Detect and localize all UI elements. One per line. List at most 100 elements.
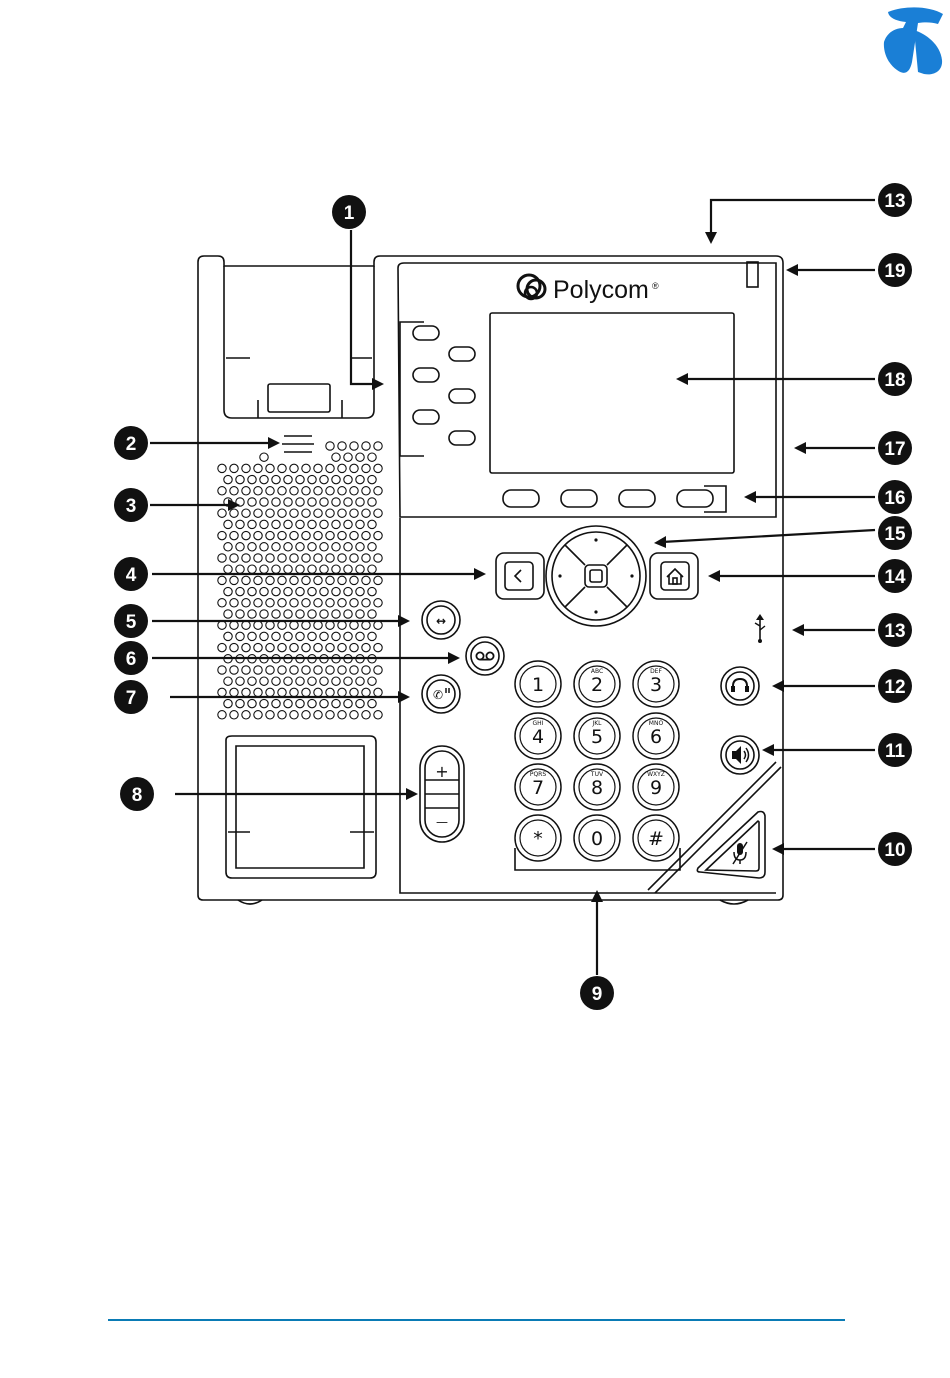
grille-hole [302, 487, 310, 495]
callout-11: 11 [878, 733, 912, 767]
soft-keys [503, 486, 726, 512]
soft-key[interactable] [503, 490, 539, 507]
volume-keys[interactable]: + — [420, 746, 464, 842]
grille-hole [362, 464, 370, 472]
brand-name: Polycom [553, 276, 649, 304]
dialpad-key[interactable]: # [633, 815, 679, 861]
line-keys [400, 322, 475, 456]
line-key[interactable] [413, 368, 439, 382]
grille-hole [266, 599, 274, 607]
nav-right[interactable] [630, 574, 633, 577]
svg-text:10: 10 [884, 840, 905, 861]
grille-hole [374, 442, 382, 450]
grille-hole [218, 531, 226, 539]
dialpad-key[interactable]: 1 [515, 661, 561, 707]
grille-hole [230, 599, 238, 607]
transfer-button[interactable]: ↔ [422, 601, 460, 639]
grille-hole [308, 520, 316, 528]
line-key[interactable] [449, 347, 475, 361]
grille-hole [290, 509, 298, 517]
speaker-button[interactable] [721, 736, 759, 774]
grille-hole [278, 688, 286, 696]
hookswitch [282, 436, 314, 452]
grille-hole [230, 688, 238, 696]
soft-key[interactable] [561, 490, 597, 507]
grille-hole [332, 543, 340, 551]
grille-hole [260, 699, 268, 707]
headset-button[interactable] [721, 667, 759, 705]
line-key[interactable] [413, 410, 439, 424]
key-digit: 2 [591, 674, 603, 696]
select-button[interactable] [585, 565, 607, 587]
callout-13: 13 [878, 613, 912, 647]
grille-hole [230, 464, 238, 472]
back-button[interactable] [496, 553, 544, 599]
home-button[interactable] [650, 553, 698, 599]
grille-hole [284, 565, 292, 573]
svg-text:19: 19 [884, 261, 905, 282]
grille-hole [290, 531, 298, 539]
grille-hole [284, 632, 292, 640]
dialpad-key[interactable]: * [515, 815, 561, 861]
svg-text:2: 2 [126, 434, 137, 455]
grille-hole [338, 599, 346, 607]
grille-hole [356, 565, 364, 573]
hold-button[interactable]: ✆ [422, 675, 460, 713]
grille-hole [224, 699, 232, 707]
grille-hole [368, 610, 376, 618]
nav-left[interactable] [558, 574, 561, 577]
grille-hole [278, 666, 286, 674]
grille-hole [236, 699, 244, 707]
grille-hole [266, 509, 274, 517]
key-digit: 7 [532, 777, 544, 799]
grille-hole [362, 599, 370, 607]
soft-key[interactable] [619, 490, 655, 507]
grille-hole [374, 464, 382, 472]
grille-hole [278, 711, 286, 719]
grille-hole [314, 688, 322, 696]
mute-button[interactable] [697, 812, 765, 879]
svg-text:11: 11 [885, 741, 906, 762]
dialpad-key[interactable]: 0 [574, 815, 620, 861]
nav-down[interactable] [594, 610, 597, 613]
grille-hole [320, 520, 328, 528]
grille-hole [314, 487, 322, 495]
grille-hole [356, 610, 364, 618]
line-key[interactable] [449, 389, 475, 403]
grille-hole [338, 554, 346, 562]
grille-hole [362, 711, 370, 719]
grille-hole [218, 464, 226, 472]
grille-hole [254, 576, 262, 584]
grille-hole [290, 576, 298, 584]
grille-hole [326, 711, 334, 719]
grille-hole [224, 610, 232, 618]
grille-hole [326, 599, 334, 607]
grille-hole [368, 453, 376, 461]
grille-hole [368, 565, 376, 573]
nav-up[interactable] [594, 538, 597, 541]
grille-hole [290, 599, 298, 607]
grille-hole [338, 487, 346, 495]
callout-4: 4 [114, 557, 148, 591]
grille-hole [350, 666, 358, 674]
grille-hole [266, 688, 274, 696]
voicemail-button[interactable] [466, 637, 504, 675]
grille-hole [278, 576, 286, 584]
grille-hole [278, 487, 286, 495]
soft-key[interactable] [677, 490, 713, 507]
message-indicator [747, 262, 758, 287]
grille-hole [356, 632, 364, 640]
grille-hole [356, 453, 364, 461]
line-key[interactable] [449, 431, 475, 445]
grille-hole [230, 711, 238, 719]
grille-hole [260, 453, 268, 461]
line-key[interactable] [413, 326, 439, 340]
